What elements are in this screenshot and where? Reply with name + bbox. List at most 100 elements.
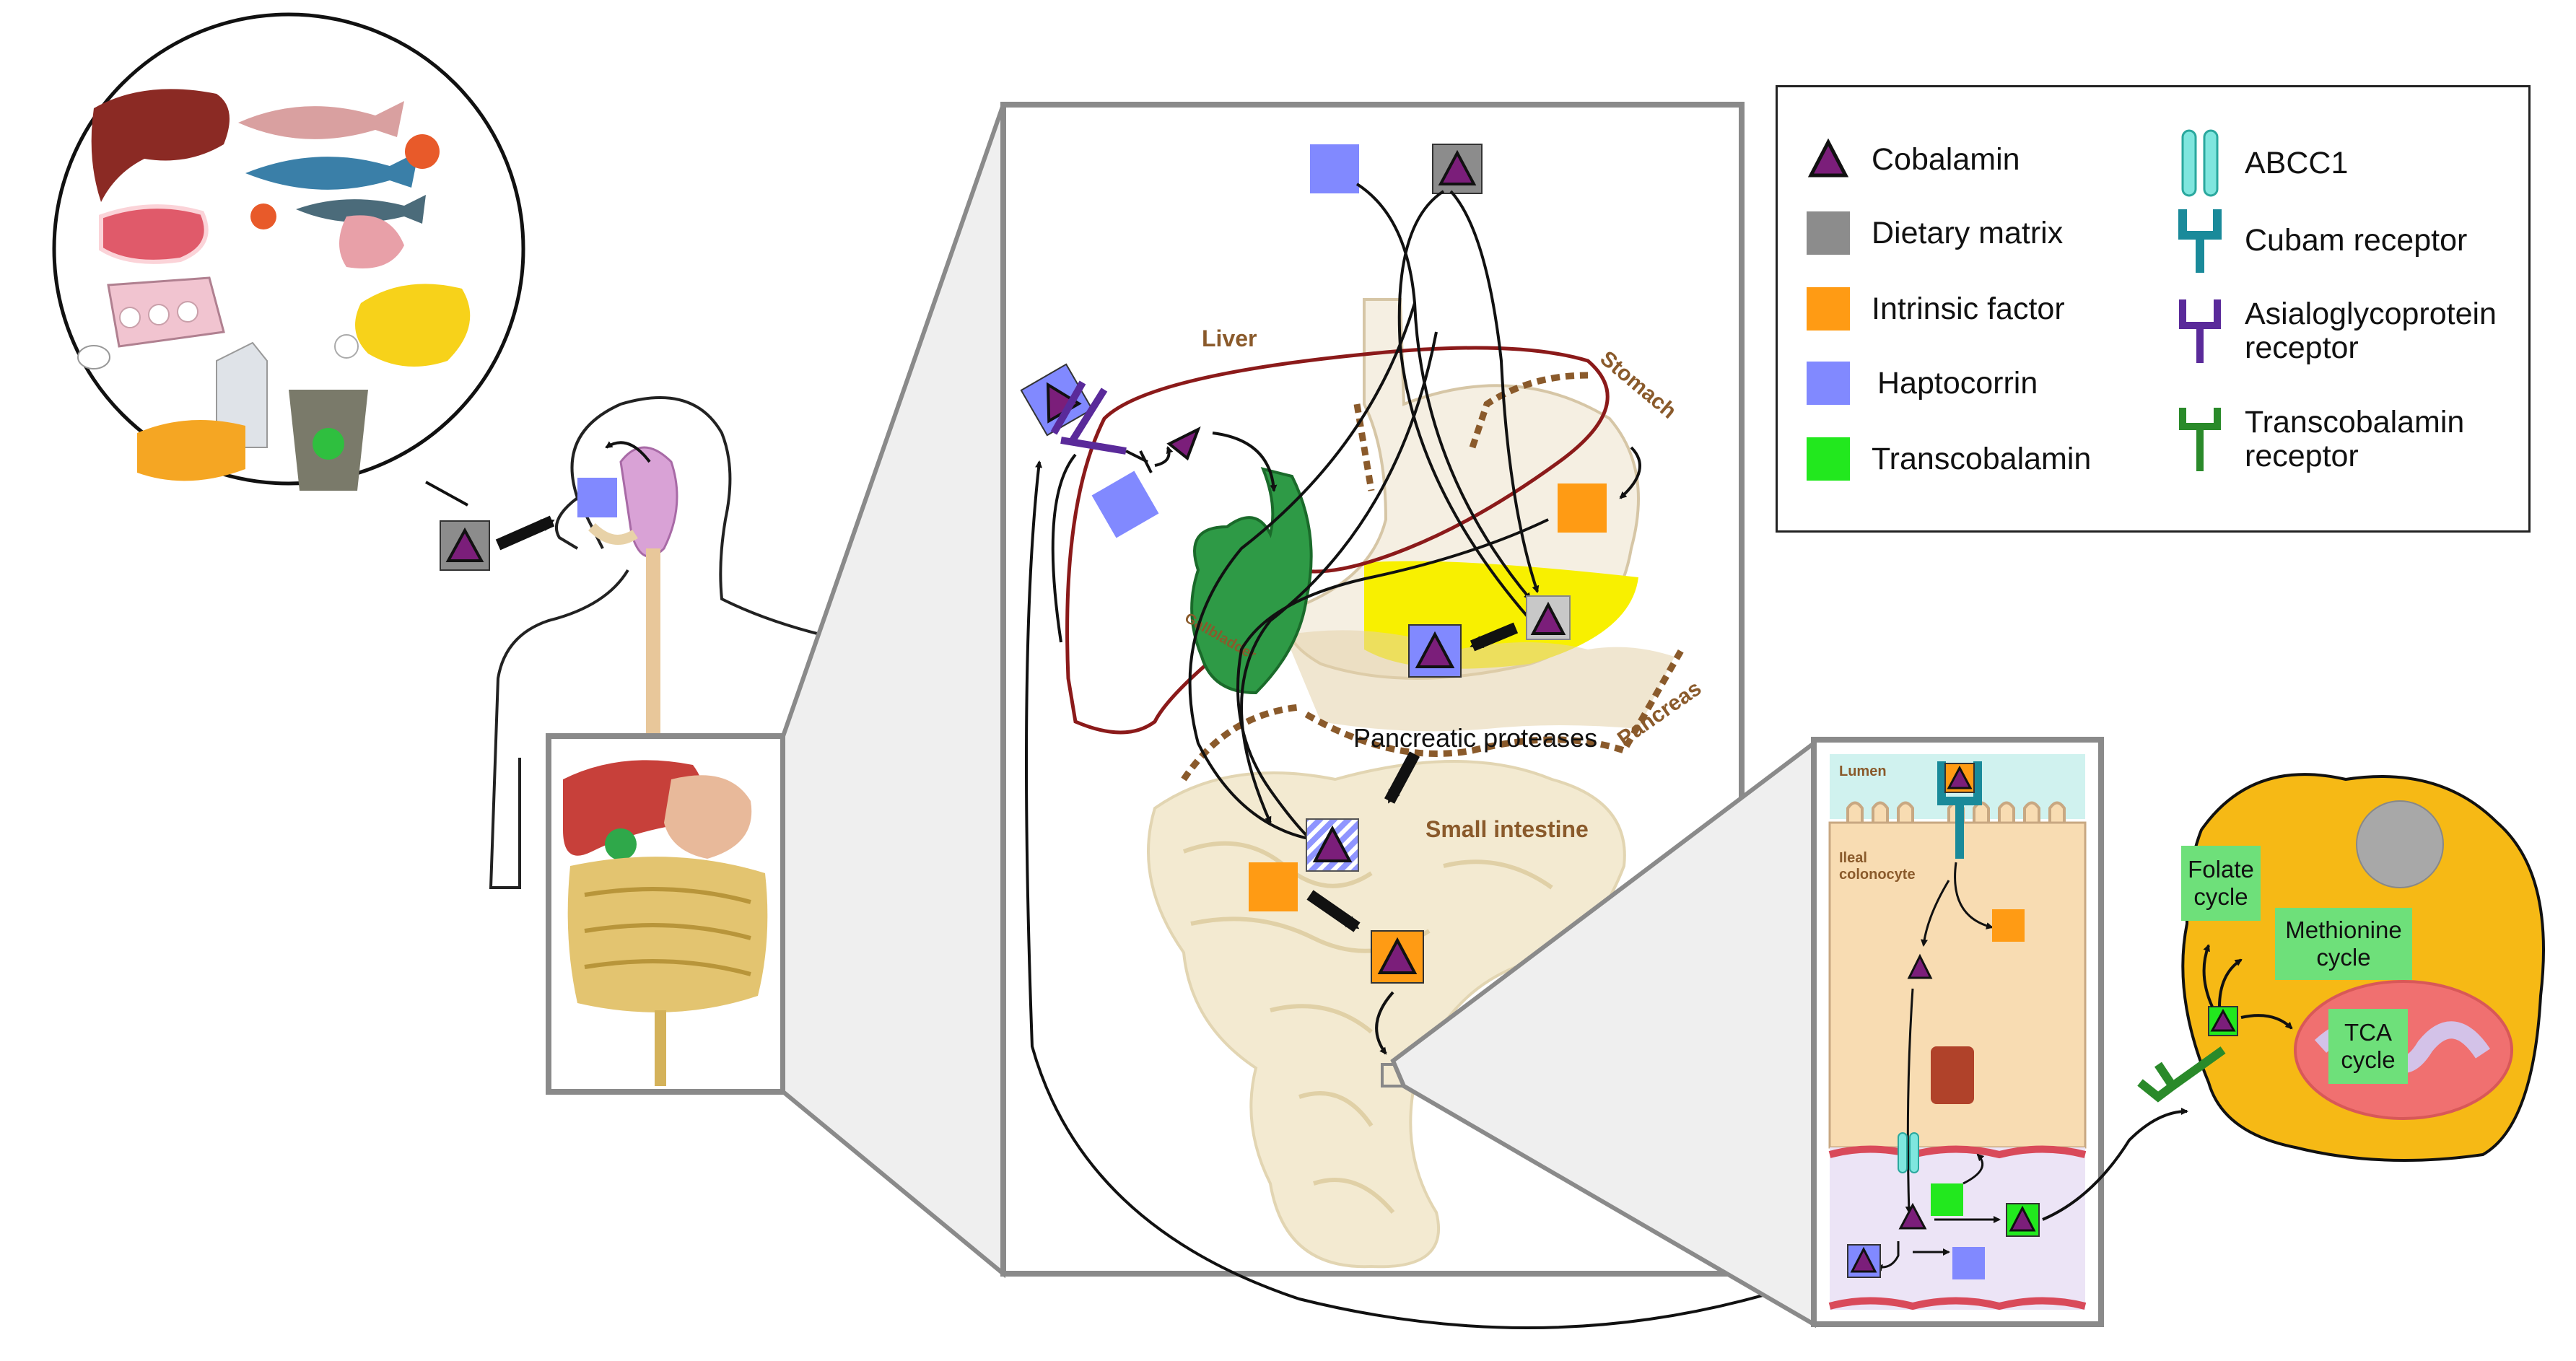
cubam-receptor-complex (1937, 761, 1982, 859)
transcobalamin-receptor-icon (2179, 408, 2221, 471)
legend: Cobalamin Dietary matrix Intrinsic facto… (1776, 85, 2531, 533)
abcc1-transporter (1898, 1132, 1919, 1173)
salivary-gland-icon (619, 446, 678, 558)
pancreatic-proteases-label: Pancreatic proteases (1353, 723, 1597, 753)
stomach-dotted-outline (1353, 372, 1589, 491)
fish-icon-2 (245, 152, 419, 190)
chicken-icon (355, 284, 471, 367)
zoom-connector (781, 104, 1005, 1279)
saliva-arrow (605, 441, 651, 463)
legend-haptocorrin-label: Haptocorrin (1877, 365, 2038, 401)
haptocorrin-free-blood (1952, 1247, 1985, 1279)
intrinsic-factor-stomach (1558, 483, 1607, 533)
fish-icon (238, 101, 404, 139)
intrinsic-factor-icon (1807, 287, 1850, 331)
legend-tcr-line2: receptor (2245, 438, 2359, 473)
legend-asialo-line2: receptor (2245, 330, 2359, 365)
intrinsic-factor-cobalamin-complex (1371, 930, 1424, 984)
cubam-receptor-icon (2178, 209, 2222, 273)
ingested-cobalamin-complex (440, 520, 490, 571)
intrinsic-factor-released (1992, 909, 2025, 942)
ingestion-arrow (495, 515, 555, 551)
legend-dietary-matrix-label: Dietary matrix (1872, 215, 2064, 250)
dietary-cobalamin-stomach (1526, 595, 1571, 640)
food-connector-line (425, 481, 468, 507)
asialoglycoprotein-receptor-icon (2179, 299, 2221, 363)
haptocorrin-liver (1091, 471, 1159, 538)
legend-cubam: Cubam receptor (2178, 206, 2467, 275)
legend-haptocorrin: Haptocorrin (1807, 362, 2038, 405)
legend-dietary-matrix: Dietary matrix (1807, 211, 2063, 255)
tca-line1: TCA (2344, 1019, 2392, 1046)
stomach-binding-arrow (1470, 622, 1519, 652)
methionine-line1: Methionine (2285, 916, 2402, 944)
blood-vessel-top (1828, 1145, 2087, 1159)
flow-paths (1051, 183, 1641, 858)
transcobalamin-receptor-icon-cell (2137, 1006, 2238, 1103)
fish-icon-3 (296, 195, 426, 224)
liver-receptor-complex (1020, 363, 1153, 473)
cobalamin-intracellular (1907, 953, 1933, 979)
dietary-cobalamin-top (1432, 144, 1483, 194)
delivery-arrow (2042, 1108, 2188, 1221)
legend-cubam-label: Cubam receptor (2245, 223, 2468, 258)
folate-line1: Folate (2188, 856, 2254, 883)
legend-asialo-line1: Asialoglycoprotein (2245, 297, 2497, 332)
intestine-arrow (1375, 991, 1394, 1055)
legend-transcobalamin-receptor: Transcobalamin receptor (2178, 405, 2464, 473)
haptocorrin-icon (1807, 362, 1850, 405)
legend-intrinsic-factor-label: Intrinsic factor (1872, 291, 2065, 326)
liver-release-arrow (1212, 432, 1278, 492)
legend-transcobalamin: Transcobalamin (1807, 437, 2091, 481)
cobalamin-icon (1807, 138, 1849, 178)
target-nucleus (2356, 800, 2444, 888)
dietary-sources-circle (52, 12, 525, 507)
liver-label: Liver (1202, 325, 1257, 351)
salmon-icon (339, 215, 404, 268)
transcobalamin-blood (1931, 1183, 1963, 1216)
legend-tcr-line1: Transcobalamin (2245, 405, 2465, 440)
colonocyte-label: colonocyte (1839, 867, 1916, 883)
protease-arrow (1384, 751, 1420, 804)
nucleus (1931, 1046, 1974, 1104)
legend-intrinsic-factor: Intrinsic factor (1807, 287, 2065, 331)
haptocorrin-cobalamin-stomach (1408, 624, 1462, 678)
enterohepatic-return-arrow (1025, 460, 1859, 1329)
intestine-binding-arrow (1306, 890, 1361, 932)
haptocorrin-top (1310, 144, 1359, 193)
shrimp-icon (250, 204, 276, 229)
haptocorrin-mouth (577, 478, 617, 517)
transcobalamin-icon (1807, 437, 1850, 481)
tca-line2: cycle (2341, 1046, 2396, 1073)
ileal-label: Ileal (1839, 850, 1867, 866)
cobalamin-liver (1166, 426, 1201, 461)
blood-vessel-bottom (1828, 1297, 2087, 1310)
legend-asialoglycoprotein: Asialoglycoprotein receptor (2178, 297, 2497, 365)
legend-abcc1-label: ABCC1 (2245, 146, 2349, 181)
abcc1-icon (2181, 129, 2219, 197)
folate-line2: cycle (2193, 883, 2248, 910)
haptocorrin-cobalamin-blood (1847, 1244, 1881, 1278)
steak-icon (99, 204, 209, 264)
legend-abcc1: ABCC1 (2178, 129, 2348, 198)
pancreas-shape (1285, 630, 1675, 732)
blood-region (1830, 1147, 2085, 1310)
digestive-system-icon (563, 760, 768, 1086)
lumen-label: Lumen (1839, 763, 1887, 779)
degraded-haptocorrin-cobalamin (1306, 818, 1359, 872)
dietary-matrix-icon (1807, 211, 1850, 255)
cheese-icon (137, 420, 245, 481)
crab-icon (405, 134, 440, 169)
gallbladder-shape (1190, 467, 1313, 695)
intrinsic-factor-intestine (1249, 862, 1298, 911)
small-intestine-label: Small intestine (1425, 816, 1589, 842)
legend-transcobalamin-label: Transcobalamin (1872, 441, 2092, 476)
pancreas-duct-dotted (1181, 647, 1685, 782)
liver-food-icon (91, 89, 230, 202)
legend-cobalamin-label: Cobalamin (1872, 141, 2020, 177)
methionine-line2: cycle (2316, 944, 2371, 971)
legend-cobalamin: Cobalamin (1807, 138, 2020, 181)
